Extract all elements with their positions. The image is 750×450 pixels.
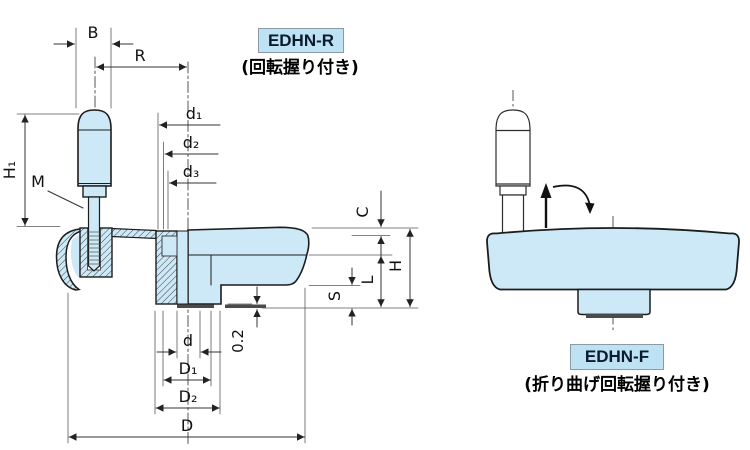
top-wall-section — [111, 227, 157, 240]
label-H: H — [386, 260, 405, 272]
label-H1: H₁ — [0, 161, 19, 179]
boss-bottom — [80, 270, 112, 277]
right-view-side — [486, 90, 740, 330]
handle-neck — [82, 185, 107, 198]
label-M: M — [31, 172, 45, 191]
hub-recess — [161, 235, 178, 257]
dimension-lines — [21, 40, 414, 441]
stud-thread-lines — [88, 231, 100, 265]
rim-section — [55, 228, 86, 291]
handle-grip — [77, 109, 112, 187]
hub-insert-strip — [177, 304, 214, 308]
label-d3: d₃ — [183, 162, 200, 181]
label-L: L — [358, 275, 377, 284]
wheel-body-right-half — [187, 226, 310, 305]
phantom-handle — [495, 109, 531, 234]
label-S: S — [325, 291, 344, 301]
label-gap-0-2: 0.2 — [229, 329, 247, 353]
label-C: C — [353, 206, 372, 217]
label-d2: d₂ — [183, 133, 200, 152]
handle-stud — [87, 196, 101, 272]
phantom-stud — [501, 194, 525, 234]
variant-label-edhn-r: EDHN-R — [258, 28, 344, 53]
label-d: d — [183, 331, 193, 350]
extension-lines — [16, 27, 419, 444]
variant-caption-edhn-r: (回転握り付き) — [241, 58, 359, 78]
wheel-body-right-view — [486, 227, 740, 291]
phantom-neck — [499, 185, 527, 196]
hub-bore — [176, 230, 189, 305]
boss-wall-left — [80, 228, 88, 277]
phantom-grip — [495, 109, 531, 187]
rim-pocket — [70, 234, 80, 277]
fold-rotation-arrow — [552, 184, 595, 214]
label-R: R — [134, 46, 145, 65]
variant-caption-edhn-f: (折り曲げ回転握り付き) — [524, 375, 710, 395]
label-D1: D₁ — [179, 359, 198, 378]
boss-wall-right — [100, 228, 112, 277]
fold-up-arrow — [540, 183, 552, 228]
variant-label-edhn-f: EDHN-F — [570, 344, 664, 370]
m-leader-line — [47, 190, 84, 209]
label-D2: D₂ — [179, 387, 198, 406]
label-D: D — [181, 416, 193, 435]
hub-right-view — [577, 288, 651, 316]
left-view-section: B R H₁ M d₁ d₂ d₃ C H L S d D₁ D₂ D 0.2 — [0, 23, 419, 447]
label-d1: d₁ — [186, 104, 203, 123]
datum-strip — [225, 304, 266, 308]
label-B: B — [88, 23, 99, 42]
hub-insert-strip-right — [586, 313, 643, 318]
